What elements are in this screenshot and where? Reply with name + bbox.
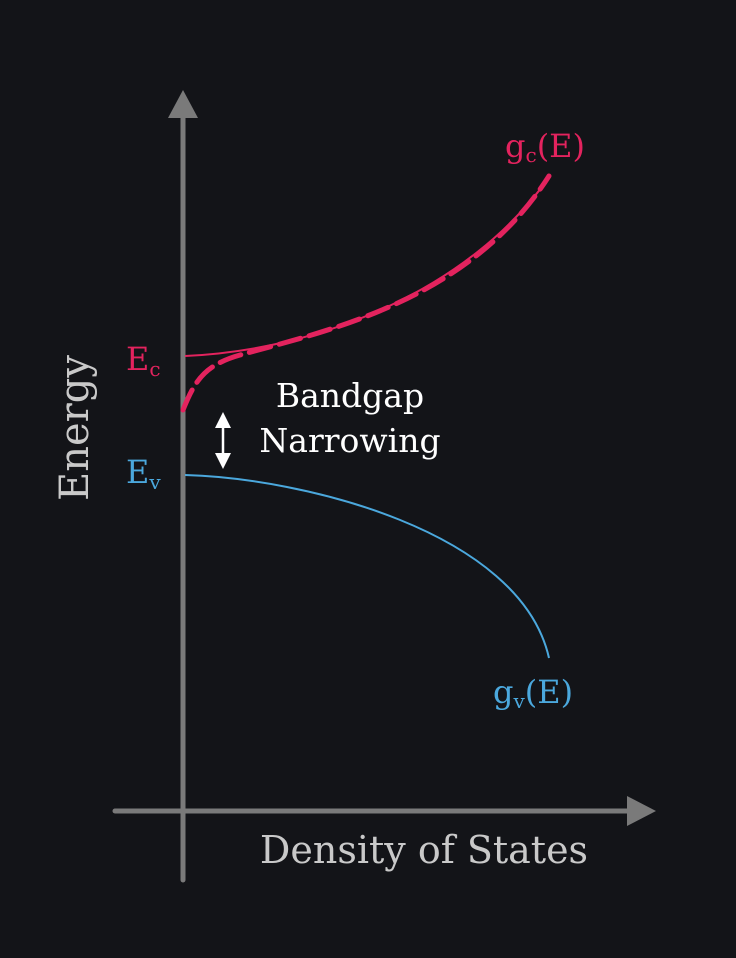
- x-axis-arrowhead: [627, 796, 656, 826]
- valence-band-dos-curve: [184, 474, 550, 659]
- bandgap-double-arrow-icon: [215, 412, 231, 469]
- x-axis-label: Density of States: [260, 828, 588, 872]
- conduction-dos-label: gc(E): [505, 127, 585, 167]
- bandgap-narrowing-line1: Bandgap: [276, 376, 424, 415]
- y-axis-arrowhead: [168, 90, 198, 118]
- valence-dos-label: gv(E): [493, 673, 573, 713]
- bandgap-narrowing-line2: Narrowing: [259, 421, 440, 460]
- valence-band-edge-label: Ev: [126, 453, 161, 494]
- conduction-band-dos-curve: [184, 175, 551, 357]
- y-axis-label: Energy: [52, 355, 98, 501]
- conduction-band-edge-label: Ec: [126, 340, 161, 381]
- narrowed-conduction-band-dos-curve: [180, 173, 552, 413]
